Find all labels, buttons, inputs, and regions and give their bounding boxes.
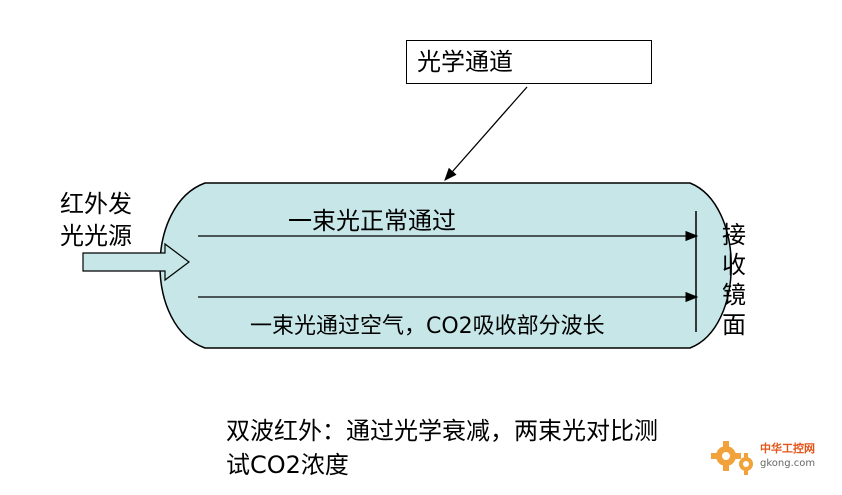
watermark-cn: 中华工控网 [760, 442, 815, 455]
gas-chamber [159, 182, 732, 349]
callout-leader-arrow [444, 86, 528, 181]
caption-line2: 试CO2浓度 [226, 451, 349, 479]
beam-normal-label: 一束光正常通过 [288, 207, 456, 235]
optical-channel-callout: 光学通道 [406, 40, 652, 84]
caption-line1: 双波红外：通过光学衰减，两束光对比测 [226, 417, 658, 445]
watermark-en: gkong.com [760, 458, 816, 469]
source-label-line1: 红外发 [60, 190, 132, 218]
beam-absorbed-label: 一束光通过空气，CO2吸收部分波长 [250, 314, 605, 339]
source-label-line2: 光光源 [60, 222, 132, 250]
gkong-watermark: 中华工控网 gkong.com [708, 432, 836, 482]
receiver-mirror-label: 接收镜面 [722, 221, 746, 339]
gear-icon [711, 441, 753, 475]
infrared-source-arrow [82, 242, 190, 282]
callout-label: 光学通道 [417, 48, 513, 76]
